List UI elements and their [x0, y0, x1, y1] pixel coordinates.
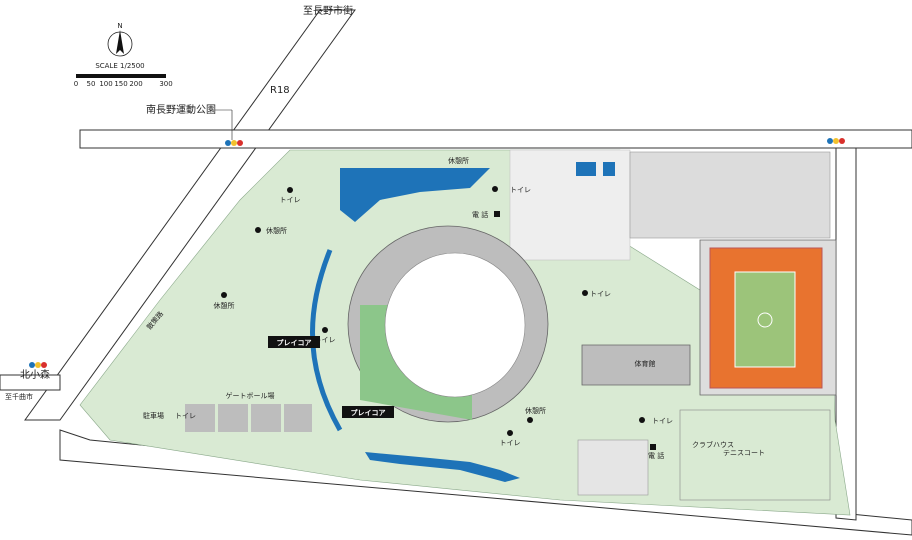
pond-north — [340, 168, 490, 222]
route-18-label: R18 — [270, 85, 290, 96]
pond-plaza-2 — [603, 162, 615, 176]
stream-west — [310, 249, 343, 432]
scale-tick-5: 300 — [159, 80, 172, 88]
scale-tick-3: 150 — [114, 80, 127, 88]
gateball-area[interactable]: ゲートボール場 — [185, 391, 312, 432]
rest-label-3: 休憩所 — [525, 406, 546, 415]
route-18-road[interactable] — [24, 9, 356, 421]
tennis-courts[interactable]: テニスコート — [679, 409, 831, 501]
toilet-label-2: トイレ — [510, 186, 531, 194]
to-chikuma-label: 至千曲市 — [5, 392, 33, 401]
pitch-center-circle — [757, 312, 773, 328]
toilet-label-4: トイレ — [315, 336, 336, 344]
tennis-label: テニスコート — [723, 449, 765, 457]
pond-plaza-1 — [576, 162, 596, 176]
to-city-label: 至長野市街 — [303, 4, 353, 17]
baseball-stadium[interactable] — [347, 225, 549, 423]
parking-small-label: 駐車場 — [143, 411, 164, 420]
toilet-label-5: トイレ — [500, 439, 521, 447]
traffic-signals — [29, 138, 845, 368]
toilet-label-1: トイレ — [280, 196, 301, 204]
toilet-label-3: トイレ — [590, 290, 611, 298]
rest-label-1: 休憩所 — [266, 226, 287, 235]
phone-label-1: 電 話 — [472, 210, 488, 219]
kita-komori-label: 北小森 — [20, 368, 50, 381]
parking-lot-north[interactable] — [629, 151, 831, 239]
scale-label: SCALE 1/2500 — [95, 62, 144, 70]
gymnasium[interactable]: 体育館 — [581, 344, 691, 386]
scale-tick-4: 200 — [129, 80, 142, 88]
pond-south — [365, 452, 520, 482]
scale-tick-1: 50 — [87, 80, 96, 88]
football-stadium[interactable] — [699, 239, 837, 396]
scale-tick-2: 100 — [99, 80, 112, 88]
toilet-label-7: トイレ — [175, 412, 196, 420]
compass-scale: N SCALE 1/2500 0 50 100 150 200 300 — [74, 22, 173, 88]
scale-tick-0: 0 — [74, 80, 78, 88]
park-name-label: 南長野運動公園 — [146, 103, 216, 116]
play-core-label-1: プレイコア — [277, 338, 312, 347]
stadium-field — [384, 252, 526, 398]
pitch — [734, 271, 796, 368]
left-side-road[interactable] — [0, 374, 61, 391]
phone-label-2: 電 話 — [648, 451, 664, 460]
rest-label-4: 休憩所 — [448, 156, 469, 165]
play-core-label-2: プレイコア — [351, 408, 386, 417]
gym-label: 体育館 — [635, 359, 656, 368]
gateball-label: ゲートボール場 — [226, 391, 275, 400]
rest-markers: 休憩所 休憩所 休憩所 休憩所 — [214, 156, 546, 423]
water-features — [310, 162, 615, 482]
rest-label-2: 休憩所 — [214, 301, 235, 310]
top-east-road[interactable] — [79, 129, 912, 149]
toilet-markers: トイレ トイレ トイレ トイレ トイレ トイレ トイレ — [175, 186, 673, 447]
parking-lot-south[interactable] — [577, 439, 649, 496]
toilet-label-6: トイレ — [652, 417, 673, 425]
clubhouse-label: クラブハウス — [692, 440, 734, 449]
north-label: N — [117, 22, 122, 30]
